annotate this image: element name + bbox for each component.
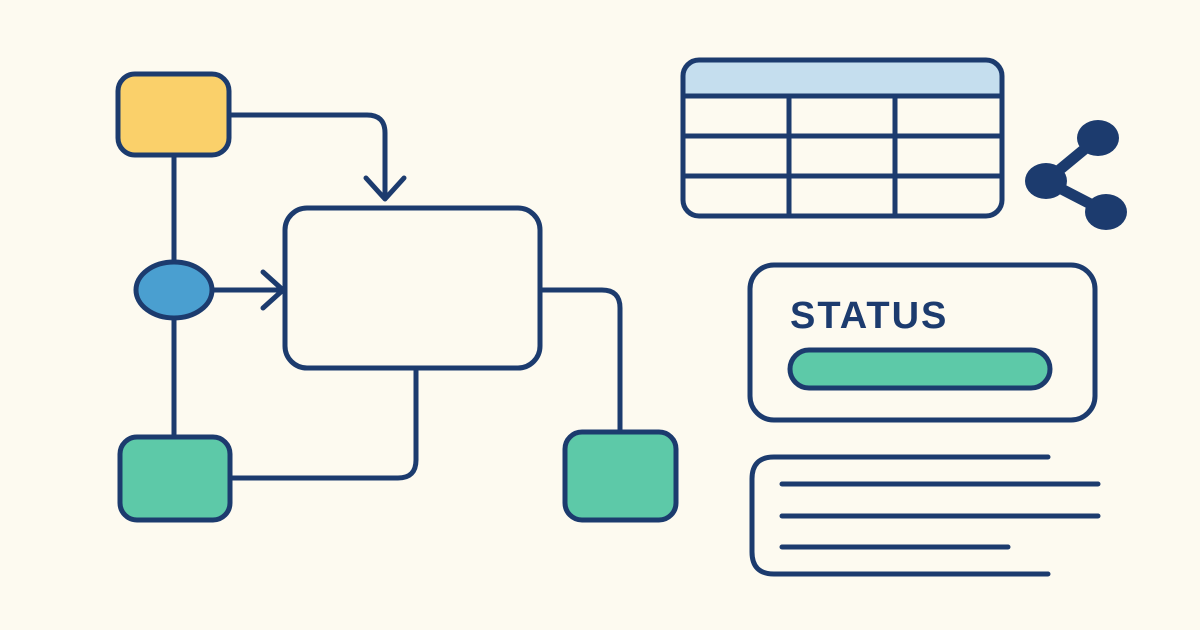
connector-start-to-process [226, 112, 388, 199]
flow-node-process[interactable] [282, 205, 543, 371]
status-card-title: STATUS [790, 295, 948, 337]
share-icon-node-target-top [1077, 120, 1119, 156]
flow-node-start[interactable] [115, 71, 232, 158]
table-outer-frame [680, 57, 1005, 219]
status-card-frame [747, 262, 1098, 423]
status-progress-pill[interactable] [787, 347, 1053, 391]
connector-result-left-to-process [227, 365, 419, 481]
connector-process-to-result-right [537, 287, 623, 435]
table-widget[interactable] [680, 57, 1005, 219]
share-icon-node-source [1025, 163, 1067, 199]
flow-node-result-left[interactable] [117, 434, 233, 523]
flow-node-result-right[interactable] [562, 429, 679, 523]
document-card-outline [749, 454, 1051, 577]
status-card[interactable]: STATUS [747, 262, 1098, 423]
document-card[interactable] [749, 454, 1101, 577]
share-icon[interactable] [1025, 120, 1127, 230]
arrowhead-start-to-process [363, 175, 407, 202]
flow-node-decision[interactable] [133, 259, 215, 321]
table-header-row [683, 60, 1002, 96]
share-icon-node-target-bottom [1085, 194, 1127, 230]
flowchart-group [115, 71, 679, 523]
